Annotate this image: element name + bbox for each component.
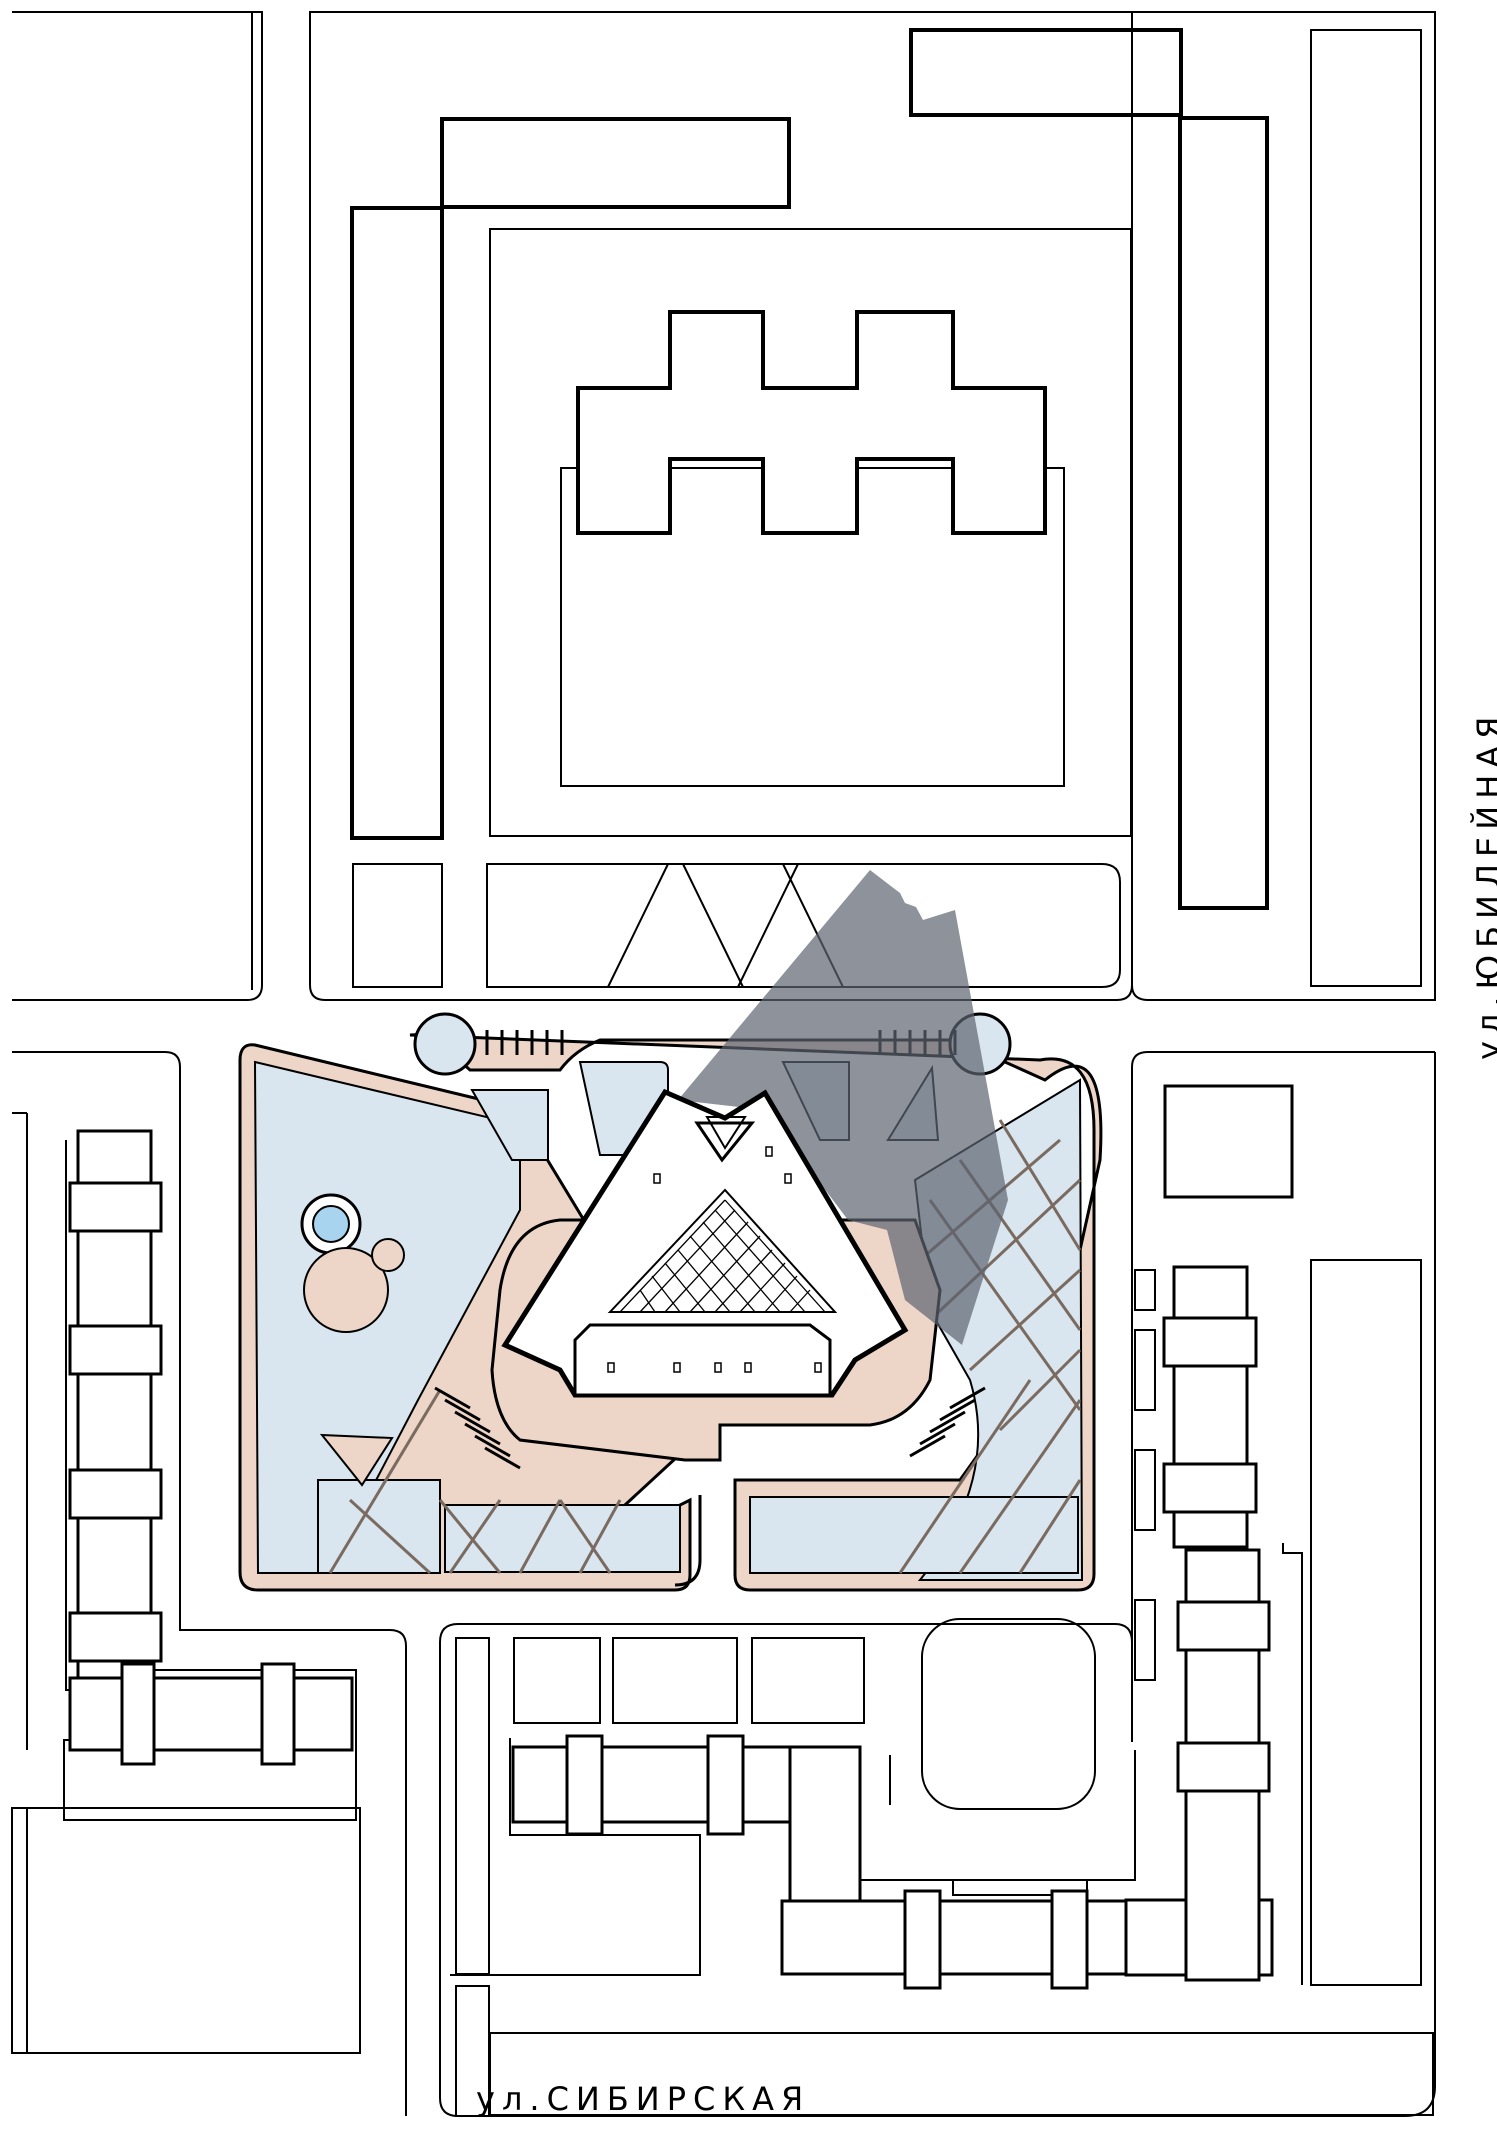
east-block (490, 1051, 1436, 2117)
street-label-jubilee: ул.ЮБИЛЕЙНАЯ (1470, 709, 1497, 1060)
main-building (501, 1088, 909, 1398)
building-north-4 (1178, 116, 1269, 910)
west-lot-south (11, 1807, 361, 2054)
building-north-1 (909, 28, 1183, 117)
atrium (705, 1116, 747, 1150)
building-cores (607, 1146, 822, 1373)
building-shadow (678, 870, 1008, 1345)
west-block (11, 1051, 407, 2116)
school-building (576, 310, 1047, 535)
street-label-siberian: ул.СИБИРСКАЯ (476, 2080, 811, 2118)
residential-building-east (1162, 1265, 1271, 1982)
south-lot (439, 1623, 1133, 2117)
residential-building-south (511, 1734, 1274, 1990)
building-north-5 (1310, 29, 1422, 987)
lawn-triangle (319, 1433, 394, 1487)
lattice-pattern (619, 1199, 826, 1313)
north-block (12, 11, 1436, 1001)
south-block (439, 1618, 1434, 2117)
kiosk-west (413, 1012, 477, 1076)
west-lot (12, 1051, 407, 2116)
parking-strip (486, 863, 1121, 988)
sports-court (921, 1618, 1096, 1810)
residential-building-west (68, 1129, 354, 1766)
pond (300, 1193, 405, 1333)
building-north-3 (350, 206, 444, 840)
building-north-2 (440, 117, 791, 209)
north-west-lot (12, 11, 263, 1001)
main-building-wing-south (573, 1323, 832, 1397)
school-yard (489, 228, 1132, 837)
parking-block-1 (352, 863, 443, 988)
north-courtyard-lot (309, 11, 1133, 1001)
east-lot (1131, 1051, 1435, 1742)
